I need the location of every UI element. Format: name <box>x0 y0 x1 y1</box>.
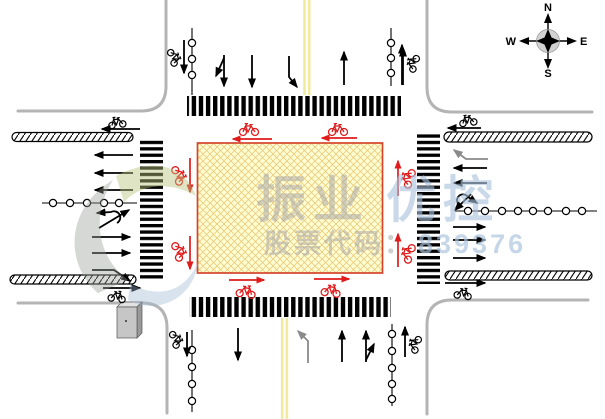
bicycle-icon <box>107 115 127 130</box>
east-north-median-bike <box>446 113 481 132</box>
west-north-median <box>11 131 134 143</box>
bicycle-crossing-icon <box>327 122 349 137</box>
bicycle-icon <box>458 113 478 128</box>
south-east-dotted-line <box>387 324 397 406</box>
east-crosswalk <box>417 132 440 284</box>
yellow-center-lines <box>280 0 311 419</box>
west-exit-arrows <box>93 151 133 194</box>
compass-rose-icon: N S W E <box>506 2 588 80</box>
east-entry-arrows <box>452 149 488 212</box>
north-crosswalk <box>187 96 401 116</box>
bicycle-crossing-icon <box>398 241 417 265</box>
bicycle-crossing-icon <box>235 283 257 300</box>
compass-west-label: W <box>506 36 517 48</box>
compass-north-label: N <box>544 2 552 14</box>
dotted-lane-lines <box>42 28 597 412</box>
north-entry-arrows <box>215 55 298 89</box>
bicycle-crossing-icon <box>170 239 189 263</box>
bicycle-lane-markings <box>100 40 487 355</box>
north-east-dotted-line <box>386 28 396 86</box>
north-exit-arrows <box>340 43 406 85</box>
bicycle-crossing-icon <box>238 122 260 137</box>
signal-control-cabinet <box>116 301 143 339</box>
red-bicycle-crossings <box>170 122 417 300</box>
east-south-median <box>444 270 593 281</box>
east-north-median <box>443 131 593 143</box>
bicycle-icon <box>166 46 183 68</box>
west-crossing-bikes <box>170 158 194 271</box>
east-dotted-line <box>455 206 597 216</box>
bicycle-crossing-icon <box>320 282 342 299</box>
bicycle-crossing-icon <box>398 166 417 190</box>
south-entry-arrows <box>296 325 409 363</box>
road-corner-southwest <box>16 301 169 415</box>
south-crossing-bikes <box>229 275 351 300</box>
median-islands <box>9 131 593 285</box>
south-crosswalk <box>189 297 391 317</box>
bicycle-icon <box>168 328 185 350</box>
west-south-median <box>9 274 137 285</box>
intersection-keep-clear-box <box>196 142 384 274</box>
northeast-bike-marking <box>399 46 421 85</box>
north-crossing-bikes <box>231 122 357 143</box>
road-corner-southeast <box>425 298 590 416</box>
compass-east-label: E <box>580 36 587 48</box>
west-south-median-bike <box>103 284 142 304</box>
north-west-dotted-line <box>187 28 197 95</box>
road-corner-northeast <box>425 0 594 114</box>
road-corner-northwest <box>16 0 168 113</box>
crosswalks <box>140 96 440 317</box>
east-south-median-bike <box>445 279 487 301</box>
bicycle-crossing-icon <box>170 163 189 187</box>
lane-arrows <box>92 43 488 363</box>
east-crossing-bikes <box>394 159 417 267</box>
compass-south-label: S <box>544 68 551 80</box>
south-west-dotted-line <box>187 330 197 412</box>
west-entry-arrows <box>92 208 132 282</box>
west-crosswalk <box>140 139 163 281</box>
southwest-bike-marking <box>168 328 185 350</box>
bicycle-icon <box>406 333 423 355</box>
east-exit-arrows <box>453 223 487 262</box>
bicycle-icon <box>404 52 421 74</box>
south-exit-arrows <box>183 328 242 362</box>
northwest-bike-marking <box>166 40 188 75</box>
west-dotted-line <box>42 198 137 208</box>
bicycle-icon <box>453 286 473 301</box>
southeast-bike-marking <box>406 333 423 355</box>
bicycle-icon <box>107 289 127 304</box>
west-north-median-bike <box>100 115 140 133</box>
